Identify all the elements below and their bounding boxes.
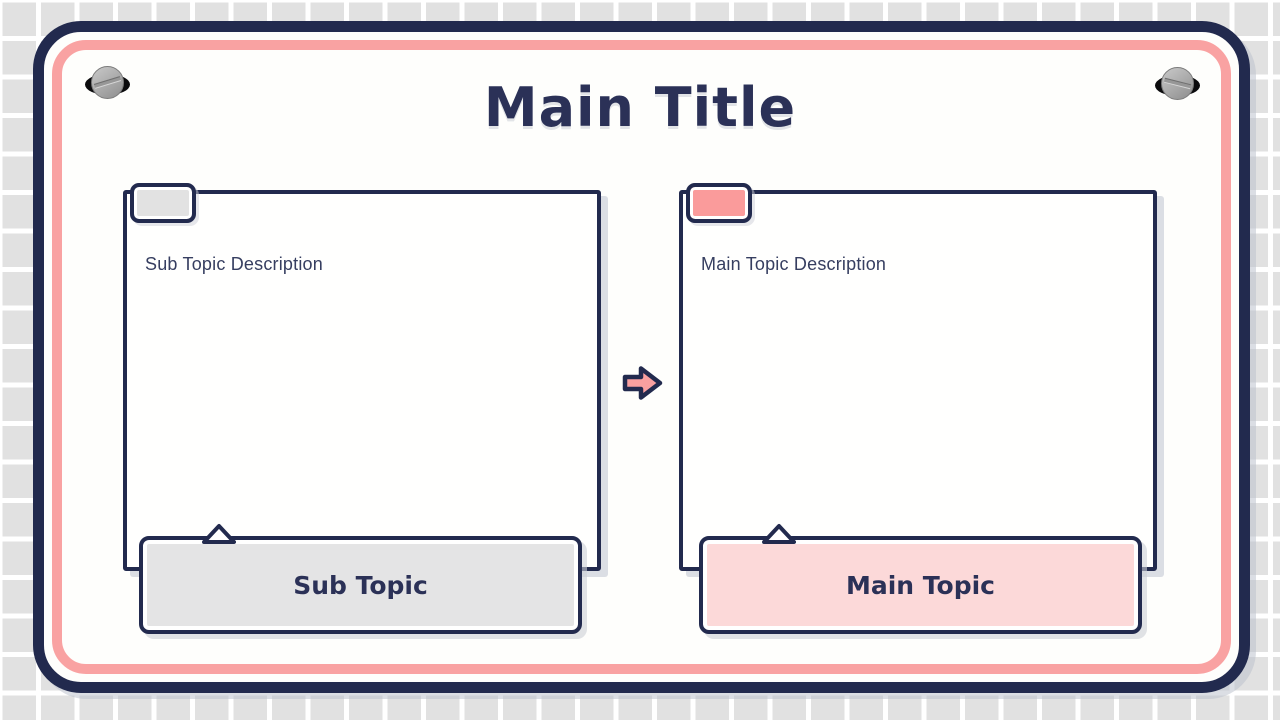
sub-topic-label-box[interactable]: Sub Topic	[139, 524, 582, 634]
main-title[interactable]: Main Title	[483, 76, 797, 139]
main-topic-tab	[686, 183, 752, 223]
main-topic-panel[interactable]: Main Topic Description	[679, 183, 1157, 571]
sub-topic-description[interactable]: Sub Topic Description	[145, 254, 323, 274]
screw-icon	[85, 64, 130, 102]
sub-topic-panel[interactable]: Sub Topic Description	[123, 183, 601, 571]
screw-head	[91, 66, 124, 99]
caret-up-icon	[762, 524, 796, 544]
sub-topic-tab	[130, 183, 196, 223]
main-topic-description[interactable]: Main Topic Description	[701, 254, 887, 274]
arrow-right-icon	[622, 366, 663, 400]
screw-head	[1161, 67, 1194, 100]
caret-up-icon	[202, 524, 236, 544]
main-topic-label-box[interactable]: Main Topic	[699, 524, 1142, 634]
sub-topic-label: Sub Topic	[293, 570, 428, 600]
main-topic-label: Main Topic	[845, 570, 995, 600]
screw-icon	[1155, 65, 1200, 103]
